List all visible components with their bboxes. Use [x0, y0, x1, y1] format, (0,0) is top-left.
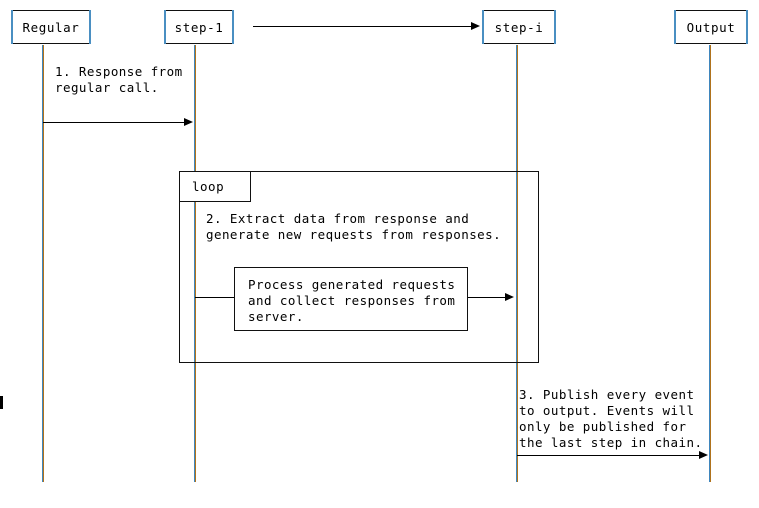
fragment-operator-loop[interactable]: loop [179, 171, 251, 202]
message-line-3 [517, 455, 701, 456]
fragment-loop-note: 2. Extract data from response and genera… [206, 211, 502, 242]
message-line-1 [43, 122, 186, 123]
participant-step-1[interactable]: step-1 [164, 10, 234, 44]
participant-label: Regular [22, 19, 80, 35]
participant-step-i[interactable]: step-i [482, 10, 556, 44]
message-line-2-left [195, 297, 235, 298]
arrowhead-chain-continuation [471, 22, 480, 30]
participant-label: step-1 [174, 19, 224, 35]
fragment-loop[interactable] [179, 171, 539, 363]
arrowhead-3 [699, 451, 708, 459]
participant-label: step-i [494, 19, 544, 35]
message-line-chain-continuation [253, 26, 473, 27]
message-label-1: 1. Response from regular call. [55, 64, 183, 95]
message-label-3: 3. Publish every event to output. Events… [519, 387, 703, 450]
arrowhead-2 [505, 293, 514, 301]
message-note-box-2: Process generated requests and collect r… [234, 267, 468, 331]
arrowhead-1 [184, 118, 193, 126]
participant-regular[interactable]: Regular [11, 10, 91, 44]
left-edge-artifact [0, 396, 3, 409]
lifeline-step-i [516, 45, 518, 482]
participant-output[interactable]: Output [674, 10, 748, 44]
lifeline-step-1 [194, 45, 196, 482]
lifeline-output [709, 45, 711, 482]
lifeline-regular [42, 45, 44, 482]
fragment-operator-label: loop [192, 179, 225, 194]
participant-label: Output [686, 19, 736, 35]
message-line-2-right [468, 297, 508, 298]
